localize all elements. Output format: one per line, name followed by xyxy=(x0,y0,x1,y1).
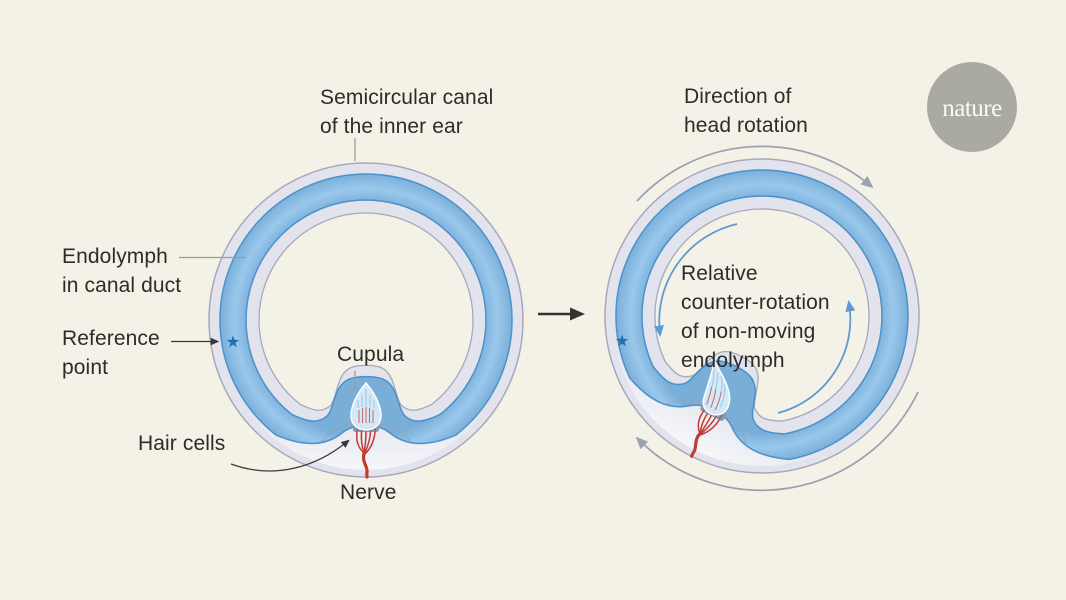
label-nerve: Nerve xyxy=(340,481,397,504)
counter-rotation-arrow-left-icon xyxy=(653,223,738,337)
label-head-rotation: Direction of head rotation xyxy=(684,85,808,137)
label-hair-cells: Hair cells xyxy=(138,432,226,455)
cupula-left xyxy=(350,381,382,431)
label-semicircular-canal: Semicircular canal of the inner ear xyxy=(320,86,494,138)
nature-logo-circle xyxy=(927,62,1017,152)
head-rotation-arrow-top-icon xyxy=(636,145,874,202)
label-counter-rotation: Relative counter-rotation of non-moving … xyxy=(681,262,830,372)
counter-rotation-arrow-right-icon xyxy=(777,300,856,414)
head-rotation-arrow-bottom-icon xyxy=(635,391,919,492)
label-reference-point: Reference point xyxy=(62,327,160,379)
nature-logo-text: nature xyxy=(942,95,1002,122)
label-endolymph: Endolymph in canal duct xyxy=(62,245,182,297)
panel-transition-arrow-icon xyxy=(538,307,585,321)
cupula-right-deflected xyxy=(702,359,731,416)
nature-logo: nature xyxy=(927,62,1017,152)
label-cupula: Cupula xyxy=(337,343,405,366)
hair-cells-arrow xyxy=(230,439,350,472)
